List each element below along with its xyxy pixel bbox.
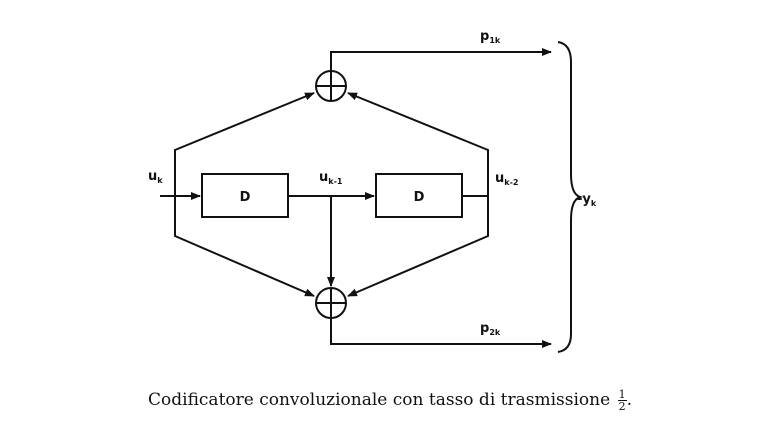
delay-block-2-label: D (414, 190, 425, 205)
figure-caption: Codificatore convoluzionale con tasso di… (0, 389, 780, 412)
bottom-right-branch (347, 196, 489, 297)
output-1-label: p1k (480, 29, 501, 45)
output-1-wire (330, 48, 552, 71)
end-tap-label: uk-2 (495, 171, 518, 187)
fraction-denominator: 2 (618, 400, 626, 413)
top-right-branch (347, 92, 489, 196)
mid-tap-label: uk-1 (319, 170, 343, 186)
delay-block-2 (375, 173, 463, 218)
output-2-wire (330, 318, 552, 348)
fraction-numerator: 1 (617, 388, 627, 401)
combined-output-label: -yk (577, 192, 597, 208)
delay-block-1-label: D (240, 190, 251, 205)
output-brace (557, 41, 584, 353)
input-label: uk (148, 169, 163, 185)
output-2-label: p2k (480, 321, 501, 337)
caption-period: . (626, 390, 632, 410)
bottom-left-branch (174, 196, 315, 297)
caption-text: Codificatore convoluzionale con tasso di… (148, 390, 611, 410)
top-left-branch (174, 92, 315, 196)
caption-fraction: 1 2 (617, 388, 627, 413)
